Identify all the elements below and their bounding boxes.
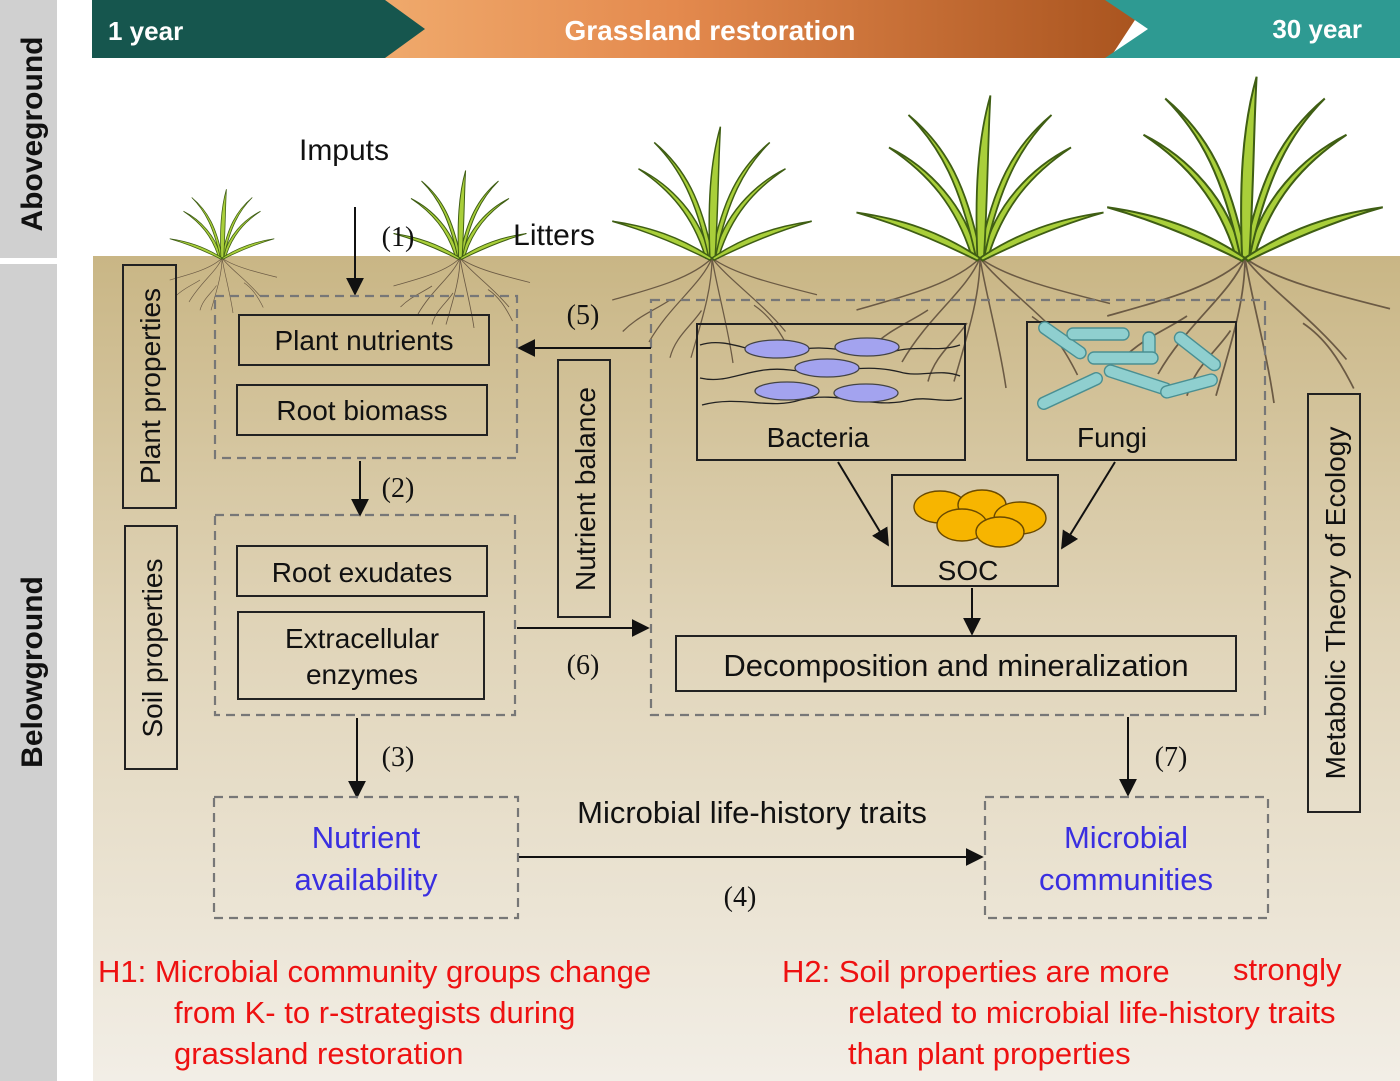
h1-line2: from K- to r-strategists during [174, 995, 575, 1030]
root-exudates-label: Root exudates [272, 557, 453, 588]
h2-line3: than plant properties [848, 1036, 1131, 1071]
timeline-start-label: 1 year [108, 16, 183, 46]
timeline-end-segment [1105, 0, 1400, 58]
timeline-title: Grassland restoration [565, 15, 856, 46]
bacteria-box [696, 323, 966, 461]
root-biomass-box [236, 384, 488, 436]
timeline-start-segment [92, 0, 425, 58]
root-biomass-label: Root biomass [276, 395, 447, 426]
hypothesis-h2: H2: Soil properties are more strongly re… [782, 952, 1342, 1071]
nutrient-availability-box [212, 795, 520, 920]
h2-line1-strongly: strongly [1233, 952, 1342, 987]
step-5-label: (5) [567, 300, 600, 331]
soil-properties-box [124, 525, 178, 770]
soc-box [891, 474, 1059, 587]
soil-properties-label: Soil properties [137, 559, 168, 738]
step-7-label: (7) [1155, 742, 1188, 773]
soc-label: SOC [938, 555, 999, 586]
litters-label: Litters [513, 219, 595, 252]
plant-properties-label: Plant properties [135, 288, 166, 484]
plant-nutrients-box [238, 314, 490, 366]
nutrient-availability-line2: availability [294, 862, 438, 897]
aboveground-label: Aboveground [16, 37, 49, 232]
step-4-label: (4) [724, 882, 757, 913]
aboveground-side-bar [0, 0, 57, 258]
hypothesis-h1: H1: Microbial community groups change fr… [98, 954, 651, 1071]
bacteria-label: Bacteria [767, 422, 870, 453]
arrow-fungi-to-soc [1061, 461, 1116, 550]
h1-line3: grassland restoration [174, 1036, 464, 1071]
step-3-label: (3) [382, 742, 415, 773]
timeline-end-label: 30 year [1272, 14, 1362, 44]
plant-nutrients-label: Plant nutrients [275, 325, 454, 356]
decomposition-label: Decomposition and mineralization [723, 648, 1188, 683]
microbial-communities-line1: Microbial [1064, 820, 1188, 855]
bacteria-icon [699, 337, 963, 406]
imputs-label: Imputs [299, 134, 389, 167]
microbial-communities-box [983, 795, 1270, 920]
extracellular-label-line1: Extracellular [285, 623, 439, 654]
life-history-traits-label: Microbial life-history traits [577, 795, 927, 830]
soc-icon [913, 489, 1047, 548]
extracellular-label-line2: enzymes [306, 659, 418, 690]
step-1-label: (1) [382, 222, 415, 253]
belowground-side-bar [0, 264, 57, 1081]
step-6-label: (6) [567, 650, 600, 681]
nutrient-balance-box [557, 359, 611, 618]
extracellular-enzymes-box [237, 611, 485, 700]
fungi-box [1026, 321, 1237, 461]
root-exudates-box [236, 545, 488, 597]
h1-line1: H1: Microbial community groups change [98, 954, 651, 989]
arrow-bacteria-to-soc [837, 461, 889, 547]
timeline-banner: 1 year Grassland restoration 30 year [92, 0, 1400, 58]
metabolic-theory-label: Metabolic Theory of Ecology [1320, 427, 1351, 780]
soil-group-dashed [213, 513, 517, 717]
step-2-label: (2) [382, 473, 415, 504]
metabolic-theory-box [1307, 393, 1361, 813]
fungi-label: Fungi [1077, 422, 1147, 453]
microbe-group-dashed [649, 298, 1267, 717]
belowground-label: Belowground [16, 576, 49, 768]
fungi-icon [1037, 321, 1222, 410]
h2-line2: related to microbial life-history traits [848, 995, 1336, 1030]
h2-line1: H2: Soil properties are more [782, 954, 1170, 989]
plant-group-dashed [213, 294, 519, 460]
decomposition-box [675, 635, 1237, 692]
nutrient-balance-label: Nutrient balance [570, 387, 601, 591]
plant-properties-box [122, 264, 177, 509]
microbial-communities-line2: communities [1039, 862, 1213, 897]
nutrient-availability-line1: Nutrient [312, 820, 421, 855]
